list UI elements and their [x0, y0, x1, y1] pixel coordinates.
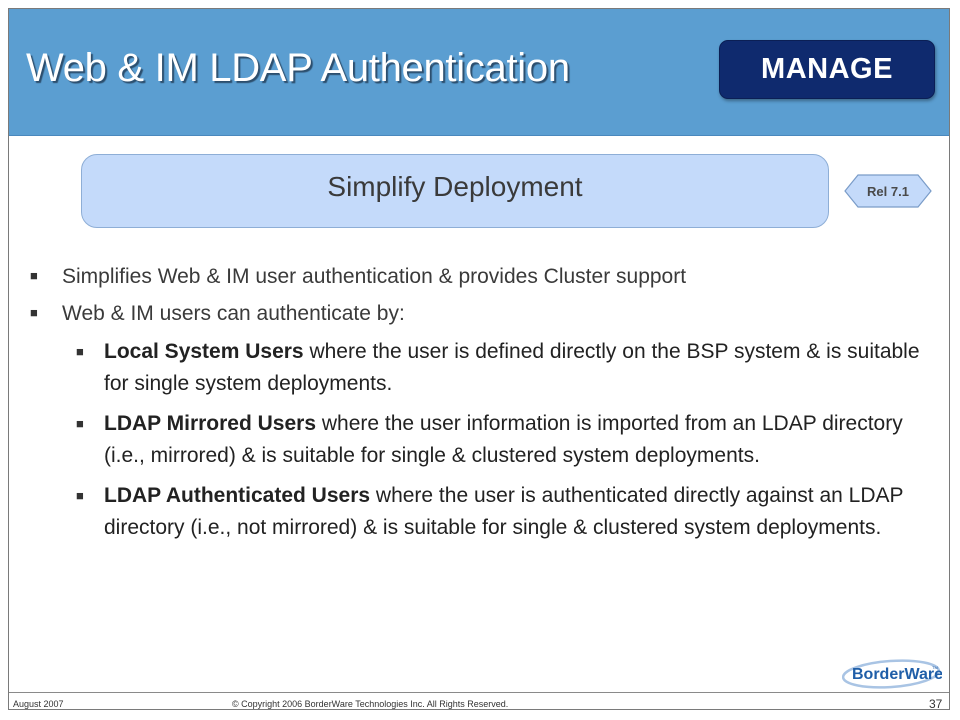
- logo-trademark: TM: [932, 665, 938, 670]
- bullet-text: where the user is authenticated directly…: [104, 484, 904, 539]
- release-badge-label: Rel 7.1: [867, 183, 909, 199]
- borderware-logo: BorderWare TM: [841, 657, 943, 691]
- sub-list-item: ■ LDAP Authenticated Users where the use…: [76, 480, 924, 544]
- logo-wordmark: BorderWare: [852, 666, 942, 683]
- square-bullet-icon: ■: [30, 305, 38, 320]
- bullet-term: LDAP Authenticated Users: [104, 484, 371, 507]
- page-number: 37: [929, 697, 943, 711]
- list-item: ■ Simplifies Web & IM user authenticatio…: [30, 262, 940, 291]
- release-badge: Rel 7.1: [844, 174, 932, 208]
- hexagon-badge-icon: [844, 174, 932, 208]
- slide-frame: [8, 8, 950, 710]
- borderware-logo-icon: BorderWare TM: [841, 659, 943, 689]
- bullet-text: Simplifies Web & IM user authentication …: [62, 265, 687, 288]
- square-bullet-icon: ■: [76, 488, 84, 503]
- bullet-text: Web & IM users can authenticate by:: [62, 302, 405, 325]
- bullet-text: where the user information is imported f…: [104, 412, 903, 467]
- bullet-term: Local System Users: [104, 340, 304, 363]
- bullet-text: where the user is defined directly on th…: [104, 340, 920, 395]
- sub-list-item: ■ Local System Users where the user is d…: [76, 336, 924, 400]
- slide-title: Web & IM LDAP Authentication: [26, 46, 570, 90]
- square-bullet-icon: ■: [76, 416, 84, 431]
- footer-copyright: © Copyright 2006 BorderWare Technologies…: [232, 699, 509, 709]
- bullet-list: ■ Simplifies Web & IM user authenticatio…: [30, 262, 940, 552]
- list-item: ■ Web & IM users can authenticate by:: [30, 299, 940, 328]
- square-bullet-icon: ■: [30, 268, 38, 283]
- footer-divider: [9, 692, 949, 693]
- sub-list-item: ■ LDAP Mirrored Users where the user inf…: [76, 408, 924, 472]
- subtitle-text: Simplify Deployment: [327, 171, 583, 202]
- footer-date: August 2007: [13, 699, 64, 709]
- square-bullet-icon: ■: [76, 344, 84, 359]
- bullet-term: LDAP Mirrored Users: [104, 412, 317, 435]
- subtitle-banner: Simplify Deployment: [81, 154, 829, 228]
- manage-badge: MANAGE: [719, 40, 935, 99]
